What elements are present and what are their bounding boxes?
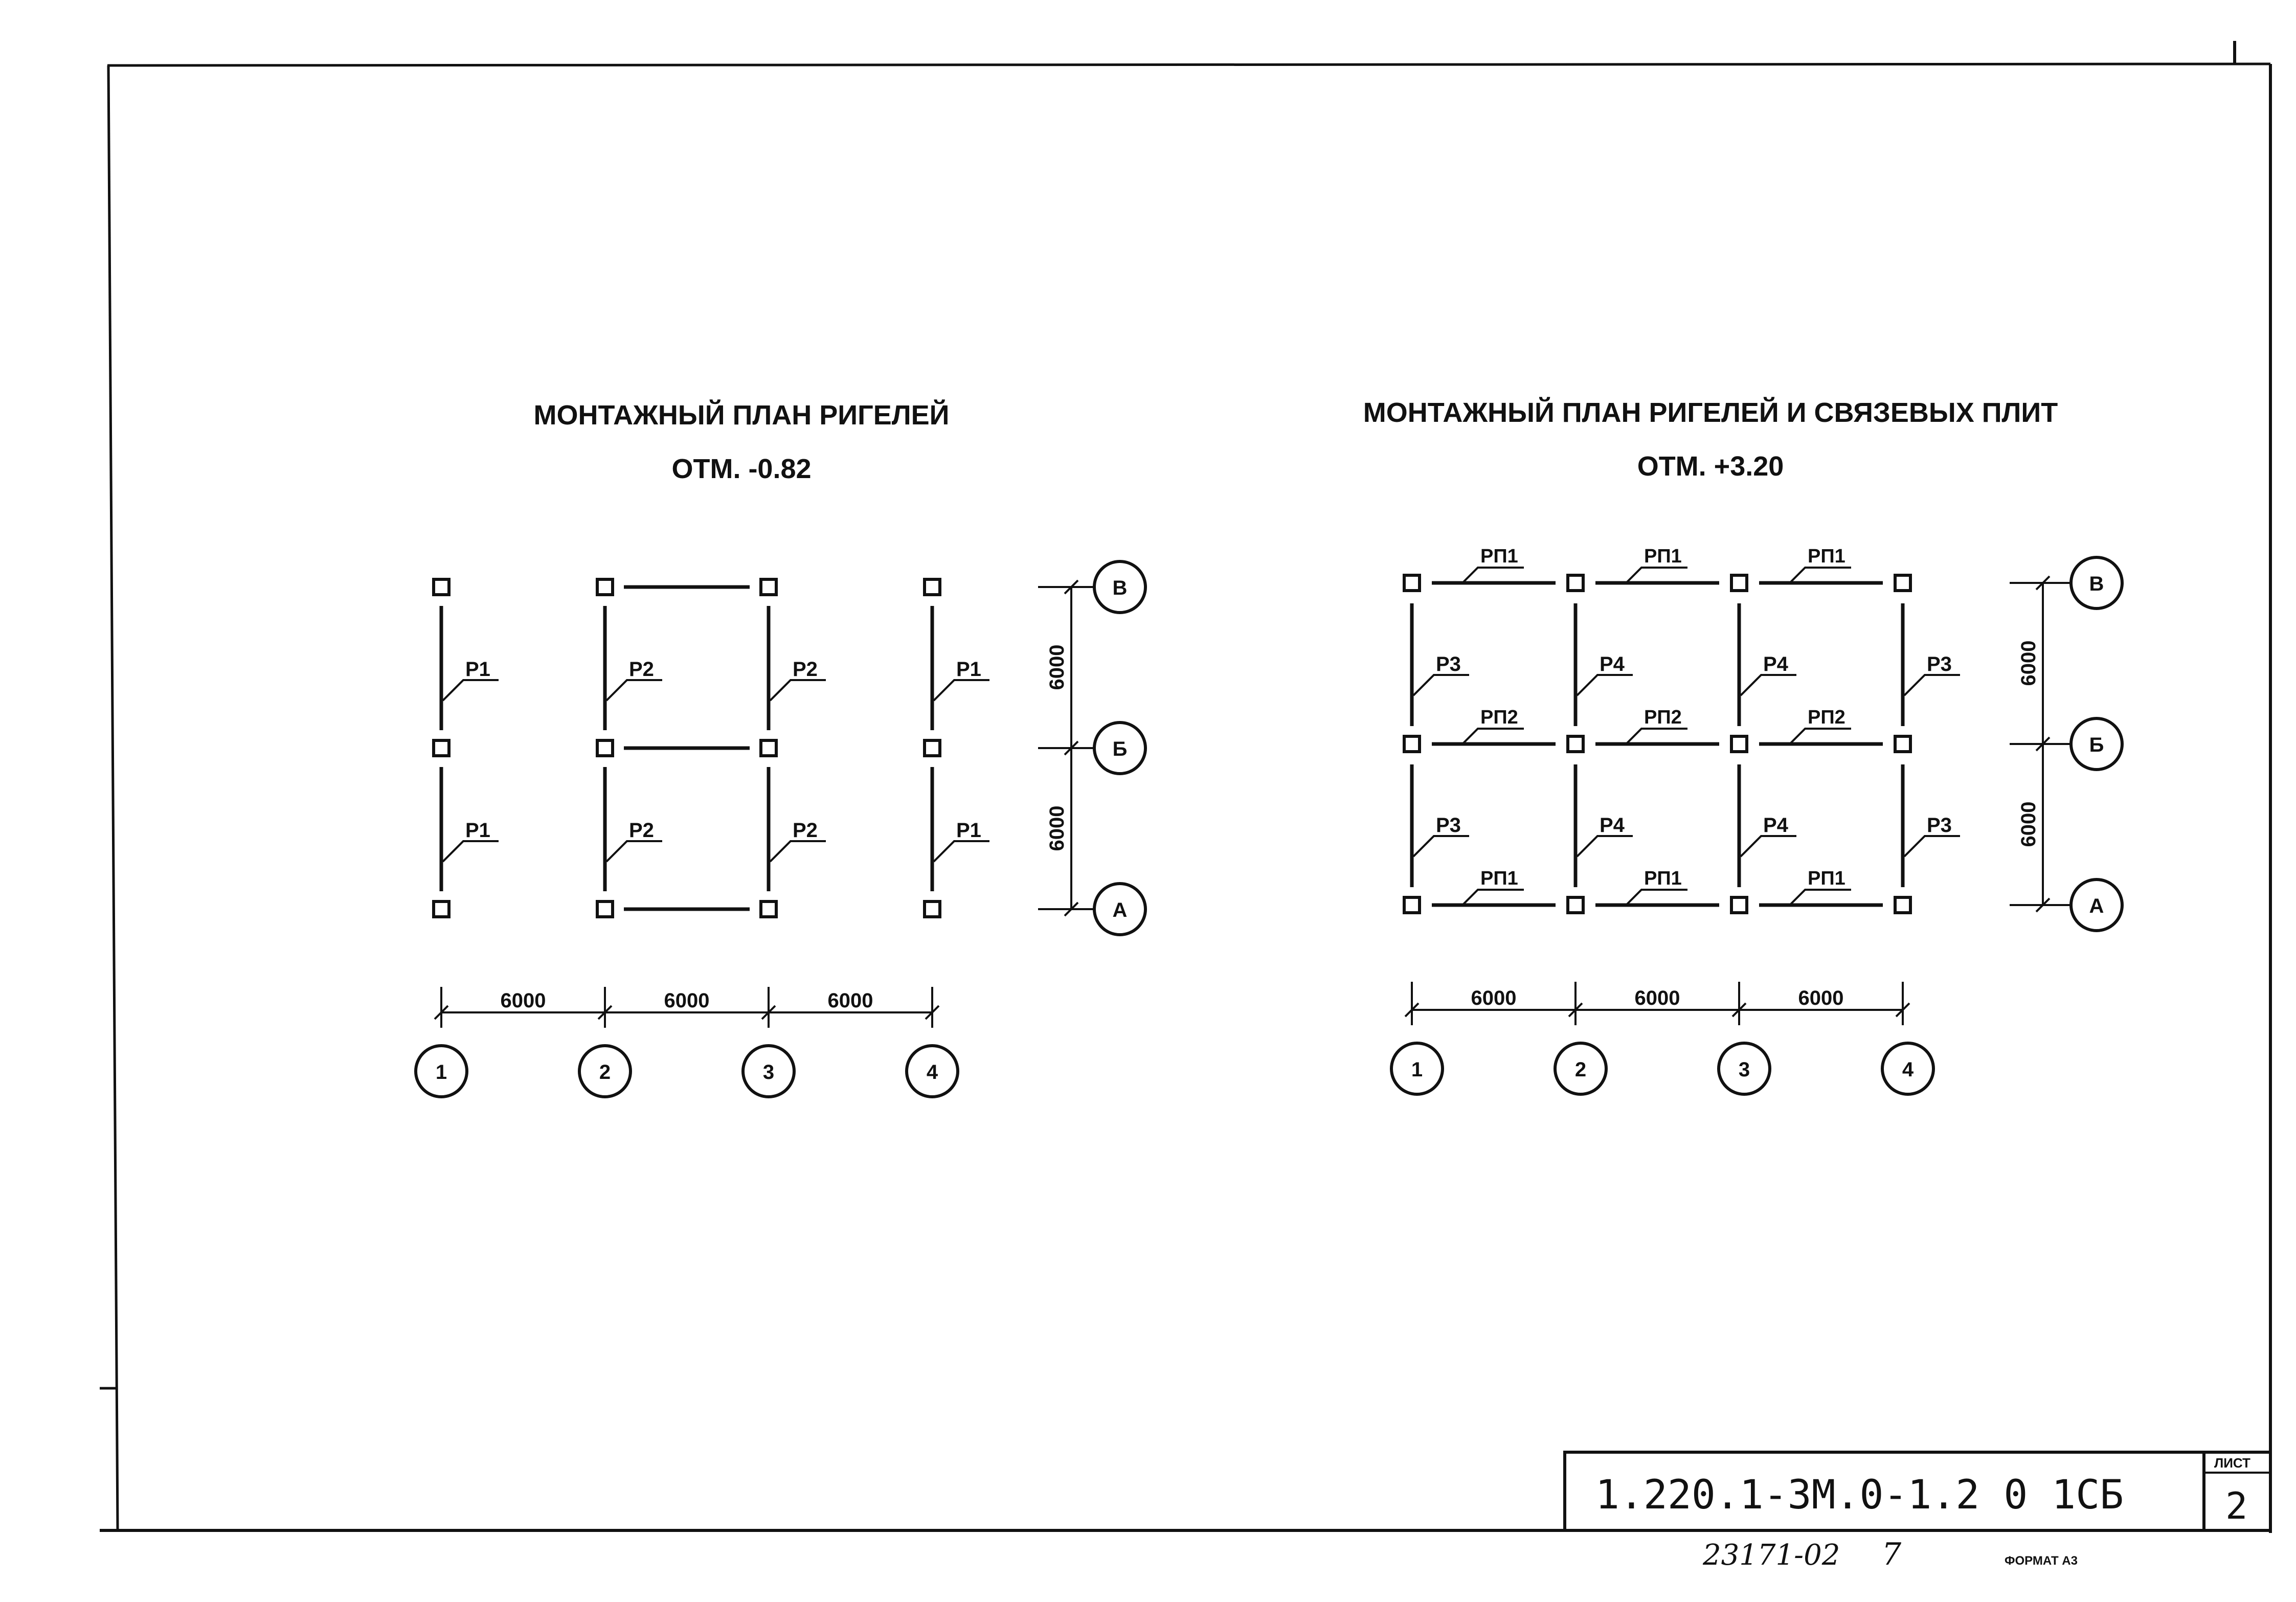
axis-bubble-label: В	[1113, 577, 1128, 599]
right-plan: МОНТАЖНЫЙ ПЛАН РИГЕЛЕЙ И СВЯЗЕВЫХ ПЛИТ О…	[1363, 397, 2124, 1096]
beam-label: Р1	[465, 658, 490, 681]
beam-label: Р2	[629, 819, 654, 842]
dimension-label: 6000	[828, 989, 873, 1012]
beam-label: Р4	[1600, 814, 1625, 837]
dimension-label: 6000	[2017, 641, 2040, 686]
dimension-label: 6000	[1635, 987, 1680, 1009]
left-dimension-vertical: 6000 6000	[1038, 579, 1099, 917]
left-beam-labels: Р1 Р2 Р2 Р1 Р1 Р2 Р2 Р1	[442, 658, 989, 863]
right-plates	[1432, 581, 1883, 907]
right-plan-title: МОНТАЖНЫЙ ПЛАН РИГЕЛЕЙ И СВЯЗЕВЫХ ПЛИТ	[1363, 397, 2058, 428]
right-axes-x: 1 2 3 4	[1390, 1042, 1935, 1096]
right-dimension-horizontal: 6000 6000 6000	[1404, 982, 1910, 1025]
axis-bubble-label: 2	[1575, 1058, 1586, 1081]
right-vertical-beams	[1410, 603, 1905, 887]
sheet-frame	[100, 41, 2272, 1533]
left-dimension-horizontal: 6000 6000 6000	[434, 987, 940, 1028]
right-dimension-vertical: 6000 6000	[2010, 575, 2071, 913]
footer: 23171-02 7 ФОРМАТ А3	[1702, 1537, 2078, 1572]
axis-bubble-label: 3	[763, 1061, 774, 1084]
left-axes-x: 1 2 3 4	[414, 1044, 959, 1098]
axis-bubble-label: 4	[1902, 1058, 1914, 1081]
drawing-code: 1.220.1-3М.0-1.2 0 1СБ	[1595, 1472, 2124, 1518]
left-plan: МОНТАЖНЫЙ ПЛАН РИГЕЛЕЙ ОТМ. -0.82 Р1 Р	[414, 399, 1147, 1098]
sheet-label: ЛИСТ	[2214, 1455, 2250, 1471]
right-columns	[1403, 574, 1912, 914]
plate-label: РП2	[1644, 707, 1682, 728]
dimension-label: 6000	[1798, 987, 1844, 1009]
left-axes-y: В Б А	[1093, 560, 1147, 936]
left-plan-elevation: ОТМ. -0.82	[671, 454, 811, 484]
axis-bubble-label: В	[2089, 573, 2104, 595]
beam-label: Р1	[956, 819, 981, 842]
right-beam-labels: Р3 Р4 Р4 Р3 Р3 Р4 Р4 Р3	[1412, 653, 1960, 858]
page-number: 7	[1882, 1537, 1902, 1572]
axis-bubble-label: 1	[1411, 1058, 1423, 1081]
beam-label: Р2	[793, 819, 818, 842]
axis-bubble-label: 2	[599, 1061, 611, 1084]
dimension-label: 6000	[1471, 987, 1517, 1009]
beam-label: Р3	[1927, 814, 1952, 837]
beam-label: Р4	[1600, 653, 1625, 675]
plate-label: РП2	[1808, 707, 1845, 728]
dimension-label: 6000	[664, 989, 710, 1012]
beam-label: Р1	[465, 819, 490, 842]
beam-label: Р2	[629, 658, 654, 681]
right-plate-labels: РП1 РП1 РП1 РП2 РП2 РП2 РП1 РП1 РП1	[1461, 546, 1851, 906]
format-label: ФОРМАТ А3	[2005, 1554, 2078, 1568]
title-block: 1.220.1-3М.0-1.2 0 1СБ ЛИСТ 2	[1563, 1451, 2272, 1532]
axis-bubble-label: 4	[927, 1061, 938, 1084]
dimension-label: 6000	[501, 989, 546, 1012]
left-plan-title: МОНТАЖНЫЙ ПЛАН РИГЕЛЕЙ	[534, 399, 950, 431]
beam-label: Р4	[1763, 653, 1789, 675]
beam-label: Р3	[1927, 653, 1952, 675]
axis-bubble-label: А	[2089, 895, 2104, 917]
plate-label: РП2	[1480, 707, 1518, 728]
axis-bubble-label: 1	[436, 1061, 447, 1084]
plate-label: РП1	[1808, 546, 1845, 567]
plate-label: РП1	[1480, 546, 1518, 567]
left-horizontal-beams	[624, 585, 750, 911]
dimension-label: 6000	[1046, 806, 1068, 851]
plate-label: РП1	[1480, 868, 1518, 889]
beam-label: Р3	[1436, 814, 1461, 837]
plate-label: РП1	[1808, 868, 1845, 889]
plate-label: РП1	[1644, 546, 1682, 567]
axis-bubble-label: 3	[1739, 1058, 1750, 1081]
beam-label: Р1	[956, 658, 981, 681]
right-axes-y: В Б А	[2069, 556, 2124, 932]
inventory-number: 23171-02	[1702, 1539, 1840, 1572]
right-plan-elevation: ОТМ. +3.20	[1637, 451, 1784, 482]
dimension-label: 6000	[1046, 645, 1068, 690]
beam-label: Р4	[1763, 814, 1789, 837]
axis-bubble-label: А	[1113, 899, 1128, 921]
left-vertical-beams	[439, 606, 934, 891]
sheet-number: 2	[2225, 1484, 2247, 1527]
beam-label: Р3	[1436, 653, 1461, 675]
axis-bubble-label: Б	[1113, 738, 1128, 760]
beam-label: Р2	[793, 658, 818, 681]
plate-label: РП1	[1644, 868, 1682, 889]
axis-bubble-label: Б	[2089, 734, 2104, 756]
dimension-label: 6000	[2017, 802, 2040, 847]
left-columns	[432, 578, 941, 918]
